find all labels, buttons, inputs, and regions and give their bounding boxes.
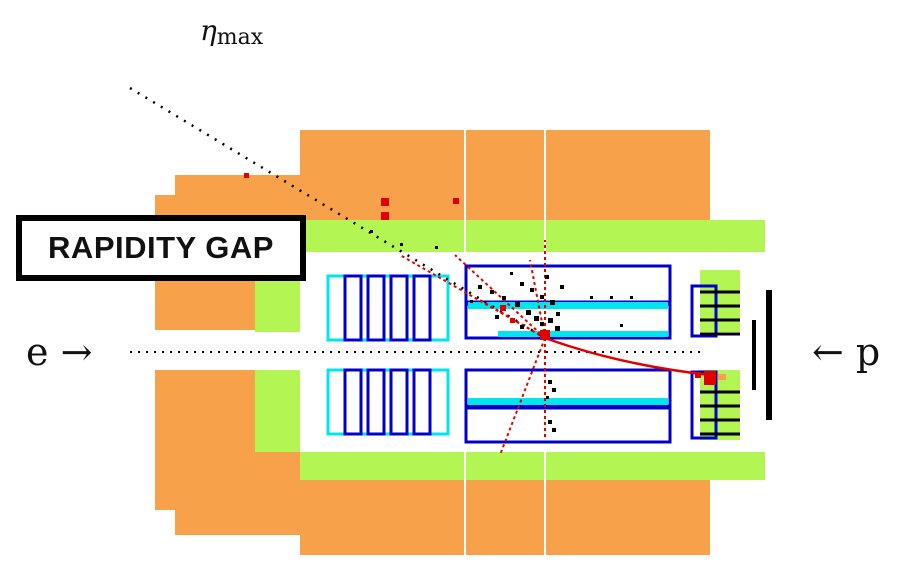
eta-symbol: η [200, 14, 217, 47]
backward-tracker-bottom [326, 368, 450, 436]
tracker-hits [370, 230, 633, 432]
inner-calorimeter-left-bottom [255, 370, 300, 452]
eta-max-label: ηmax [200, 14, 263, 50]
rapidity-gap-label: RAPIDITY GAP [16, 215, 306, 281]
backward-tracker-top [326, 274, 450, 342]
energy-deposits [244, 173, 716, 385]
forward-magnet [752, 290, 772, 420]
eta-subscript: max [216, 25, 264, 50]
outer-calorimeter-bottom [155, 370, 710, 555]
forward-muon-plates [700, 290, 740, 436]
central-tracker-bottom [464, 368, 672, 444]
electron-beam-label: e → [26, 330, 93, 374]
forward-track [544, 336, 711, 377]
proton-beam-label: ← p [812, 330, 881, 374]
rapidity-gap-text: RAPIDITY GAP [48, 230, 274, 265]
inner-calorimeter-bottom [300, 452, 765, 480]
inner-calorimeter-top [300, 220, 765, 252]
